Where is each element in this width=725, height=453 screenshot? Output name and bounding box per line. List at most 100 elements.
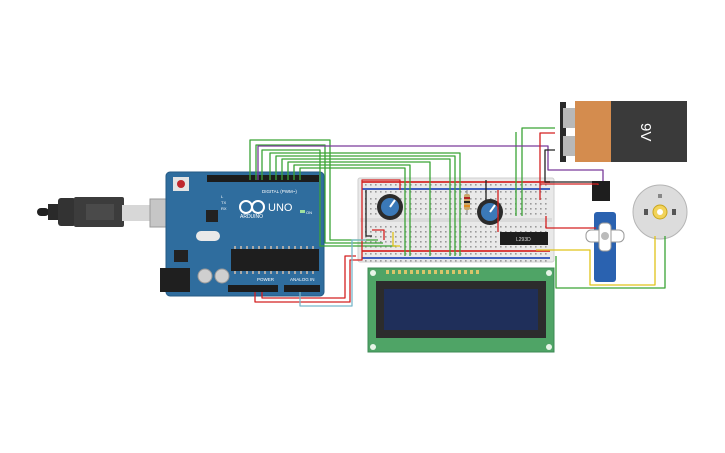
driver-chip[interactable]: L293D bbox=[500, 232, 548, 245]
lcd-pin[interactable] bbox=[410, 270, 413, 274]
breadboard-hole bbox=[500, 198, 502, 200]
resistor[interactable] bbox=[464, 190, 470, 215]
breadboard-hole bbox=[470, 226, 472, 228]
breadboard-hole bbox=[400, 246, 402, 248]
breadboard-hole bbox=[525, 260, 527, 262]
breadboard-hole bbox=[375, 260, 377, 262]
breadboard-hole bbox=[415, 198, 417, 200]
breadboard-hole bbox=[460, 184, 462, 186]
breadboard-hole bbox=[405, 236, 407, 238]
breadboard-hole bbox=[405, 198, 407, 200]
breadboard-hole bbox=[390, 246, 392, 248]
breadboard-hole bbox=[370, 226, 372, 228]
breadboard-hole bbox=[380, 246, 382, 248]
breadboard-hole bbox=[430, 208, 432, 210]
breadboard-hole bbox=[495, 198, 497, 200]
breadboard-hole bbox=[405, 260, 407, 262]
breadboard-hole bbox=[380, 241, 382, 243]
breadboard-hole bbox=[530, 203, 532, 205]
breadboard-hole bbox=[375, 241, 377, 243]
breadboard-hole bbox=[415, 241, 417, 243]
breadboard-hole bbox=[490, 246, 492, 248]
breadboard-hole bbox=[545, 253, 547, 255]
breadboard-hole bbox=[470, 184, 472, 186]
lcd-pin[interactable] bbox=[416, 270, 419, 274]
breadboard-hole bbox=[540, 203, 542, 205]
breadboard-hole bbox=[465, 253, 467, 255]
dc-motor-icon[interactable] bbox=[632, 184, 688, 240]
breadboard-hole bbox=[535, 198, 537, 200]
lcd-pin[interactable] bbox=[440, 270, 443, 274]
breadboard-hole bbox=[495, 184, 497, 186]
breadboard-hole bbox=[545, 260, 547, 262]
breadboard-hole bbox=[475, 236, 477, 238]
lcd-pin[interactable] bbox=[446, 270, 449, 274]
lcd-pin[interactable] bbox=[422, 270, 425, 274]
breadboard-hole bbox=[375, 213, 377, 215]
breadboard-hole bbox=[490, 231, 492, 233]
breadboard-hole bbox=[415, 208, 417, 210]
breadboard-hole bbox=[405, 208, 407, 210]
arduino-uno-board[interactable]: UNO ARDUINO DIGITAL (PWM~) POWER ANALOG … bbox=[160, 171, 325, 297]
lcd-pin[interactable] bbox=[452, 270, 455, 274]
lcd-pin[interactable] bbox=[458, 270, 461, 274]
breadboard-hole bbox=[380, 226, 382, 228]
lcd-screen bbox=[384, 289, 538, 330]
breadboard-hole bbox=[440, 241, 442, 243]
breadboard-hole bbox=[455, 208, 457, 210]
breadboard-hole bbox=[420, 260, 422, 262]
lcd-pin[interactable] bbox=[386, 270, 389, 274]
lcd-pin[interactable] bbox=[470, 270, 473, 274]
breadboard-hole bbox=[465, 231, 467, 233]
breadboard-hole bbox=[475, 253, 477, 255]
breadboard-hole bbox=[530, 213, 532, 215]
breadboard-hole bbox=[400, 231, 402, 233]
breadboard-hole bbox=[430, 213, 432, 215]
wires[interactable] bbox=[249, 127, 666, 307]
breadboard-hole bbox=[500, 226, 502, 228]
breadboard-hole bbox=[530, 226, 532, 228]
breadboard-hole bbox=[390, 226, 392, 228]
lcd-pin[interactable] bbox=[404, 270, 407, 274]
breadboard-hole bbox=[365, 260, 367, 262]
breadboard-hole bbox=[375, 198, 377, 200]
lcd-pin[interactable] bbox=[476, 270, 479, 274]
breadboard-hole bbox=[465, 241, 467, 243]
breadboard-hole bbox=[485, 241, 487, 243]
breadboard-hole bbox=[415, 231, 417, 233]
breadboard-hole bbox=[375, 208, 377, 210]
lcd-pin[interactable] bbox=[398, 270, 401, 274]
breadboard-hole bbox=[460, 236, 462, 238]
breadboard-hole bbox=[530, 208, 532, 210]
lcd-pin[interactable] bbox=[434, 270, 437, 274]
lcd-pin[interactable] bbox=[464, 270, 467, 274]
breadboard-hole bbox=[460, 246, 462, 248]
breadboard-hole bbox=[370, 191, 372, 193]
breadboard-hole bbox=[480, 231, 482, 233]
breadboard-hole bbox=[455, 253, 457, 255]
breadboard-hole bbox=[525, 226, 527, 228]
breadboard-hole bbox=[435, 213, 437, 215]
lcd-display[interactable] bbox=[367, 267, 555, 353]
lcd-pin[interactable] bbox=[428, 270, 431, 274]
breadboard-hole bbox=[475, 184, 477, 186]
servo-icon[interactable] bbox=[585, 181, 625, 282]
breadboard-hole bbox=[430, 260, 432, 262]
breadboard[interactable] bbox=[357, 177, 555, 263]
potentiometer-icon[interactable] bbox=[377, 194, 403, 220]
breadboard-hole bbox=[440, 184, 442, 186]
breadboard-hole bbox=[455, 184, 457, 186]
breadboard-hole bbox=[370, 253, 372, 255]
battery-9v-icon[interactable]: 9V bbox=[560, 101, 687, 162]
breadboard-hole bbox=[520, 253, 522, 255]
breadboard-hole bbox=[475, 198, 477, 200]
breadboard-hole bbox=[410, 203, 412, 205]
breadboard-hole bbox=[515, 260, 517, 262]
breadboard-hole bbox=[445, 231, 447, 233]
breadboard-hole bbox=[410, 226, 412, 228]
breadboard-hole bbox=[470, 253, 472, 255]
breadboard-hole bbox=[385, 253, 387, 255]
potentiometer-icon[interactable] bbox=[477, 199, 503, 225]
lcd-pin[interactable] bbox=[392, 270, 395, 274]
